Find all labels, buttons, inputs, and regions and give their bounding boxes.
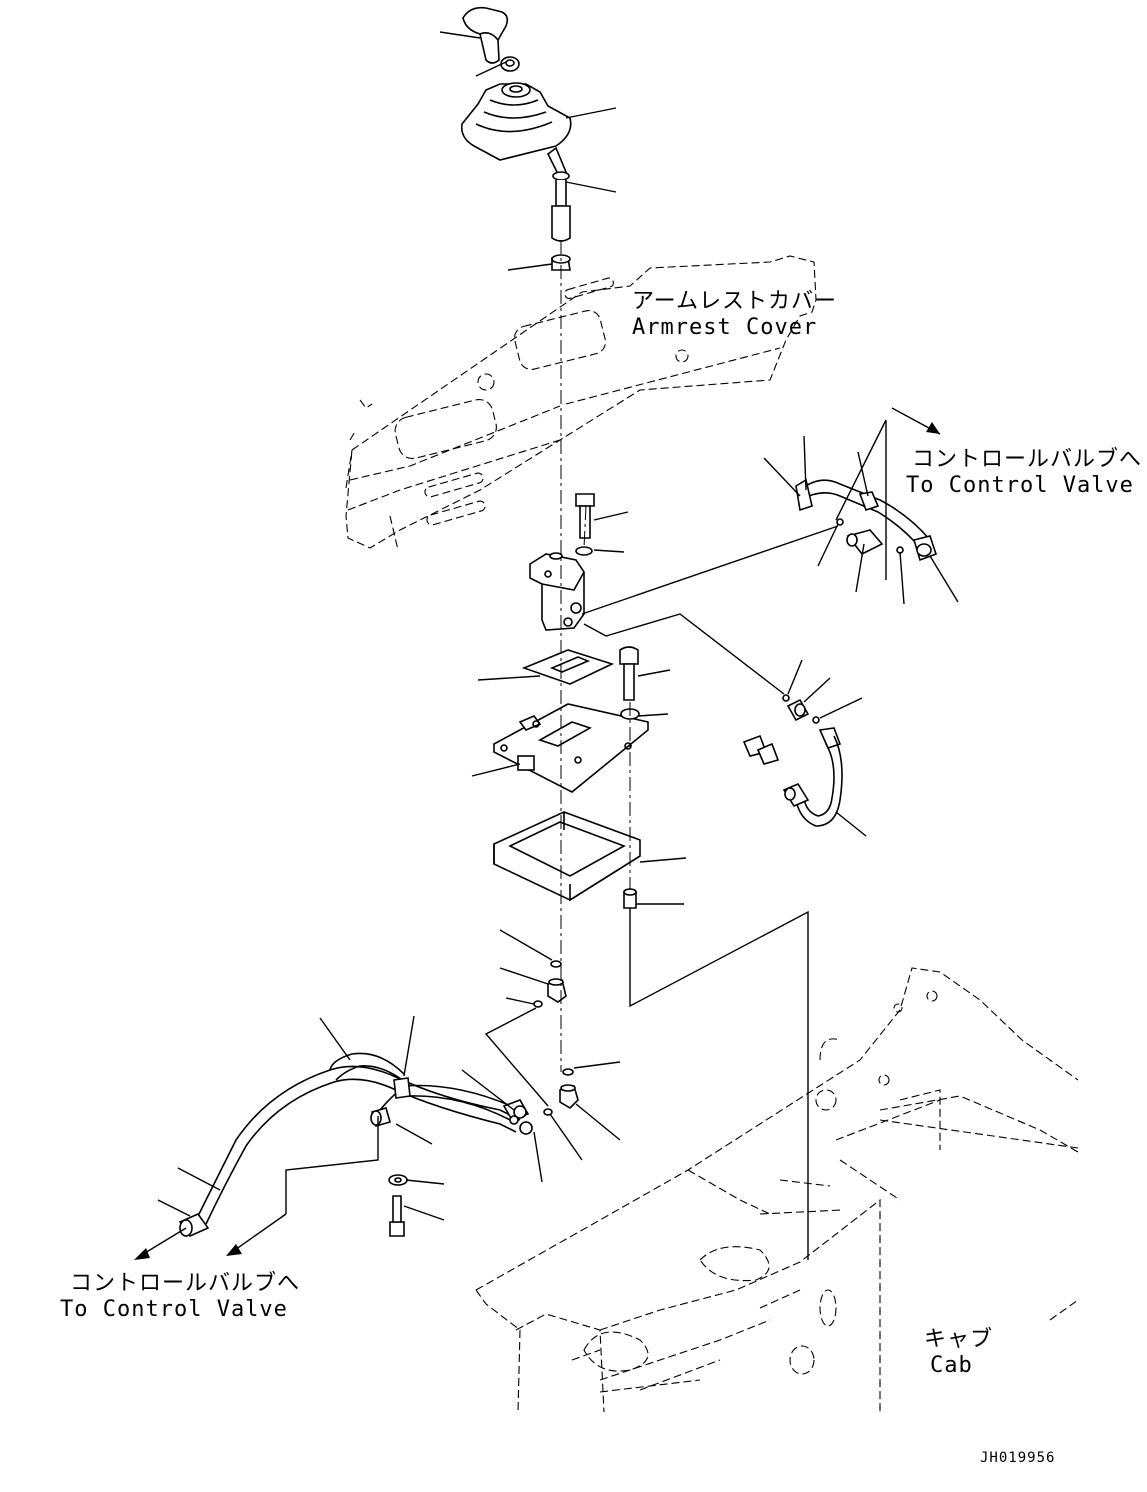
to-control-valve-right-label-en: To Control Valve xyxy=(906,473,1134,498)
elbow-fitting xyxy=(547,978,567,1003)
seal-plate xyxy=(521,649,615,685)
o-ring xyxy=(543,1108,553,1116)
to-control-valve-right-label-jp: コントロールバルブへ xyxy=(912,447,1142,472)
bracket-frame xyxy=(493,811,641,902)
hose-assembly-left xyxy=(178,1052,533,1237)
o-ring xyxy=(533,1000,543,1008)
cab-label-en: Cab xyxy=(930,1353,973,1378)
drawing-id: JH019956 xyxy=(980,1450,1055,1466)
plate-bolt xyxy=(619,646,639,701)
arrow-to-control-valve-right xyxy=(891,407,941,435)
o-ring xyxy=(550,960,562,968)
center-lines xyxy=(560,240,631,1072)
cab-label-jp: キャブ xyxy=(924,1327,993,1352)
ppc-valve xyxy=(529,552,585,631)
lever-boot xyxy=(460,82,572,161)
lever-knob xyxy=(462,6,509,64)
to-control-valve-left-label-en: To Control Valve xyxy=(60,1297,288,1322)
clamp-bolt xyxy=(389,1195,405,1237)
hose-assembly-right-top xyxy=(795,478,938,562)
armrest-cover-label-en: Armrest Cover xyxy=(632,315,817,340)
control-lever xyxy=(546,146,571,242)
armrest-cover-label-jp: アームレストカバー xyxy=(632,289,837,314)
elbow-fitting xyxy=(559,1084,579,1110)
mount-plate xyxy=(493,703,649,793)
lock-nut xyxy=(551,254,571,271)
arrow-to-control-valve-left xyxy=(134,1213,287,1260)
hose-assembly-right-middle xyxy=(742,694,843,827)
to-control-valve-left-label-jp: コントロールバルブへ xyxy=(70,1271,300,1296)
routing-lines xyxy=(285,419,887,1260)
armrest-cover-outline xyxy=(345,255,817,551)
spacer-collar xyxy=(623,888,637,909)
valve-washer xyxy=(575,546,593,556)
cab-outline xyxy=(475,967,1079,1413)
valve-bolt xyxy=(575,493,595,539)
knob-nut xyxy=(500,56,520,72)
clamp-washer xyxy=(388,1174,408,1186)
leader-lines xyxy=(157,31,959,1221)
o-ring xyxy=(562,1068,574,1076)
